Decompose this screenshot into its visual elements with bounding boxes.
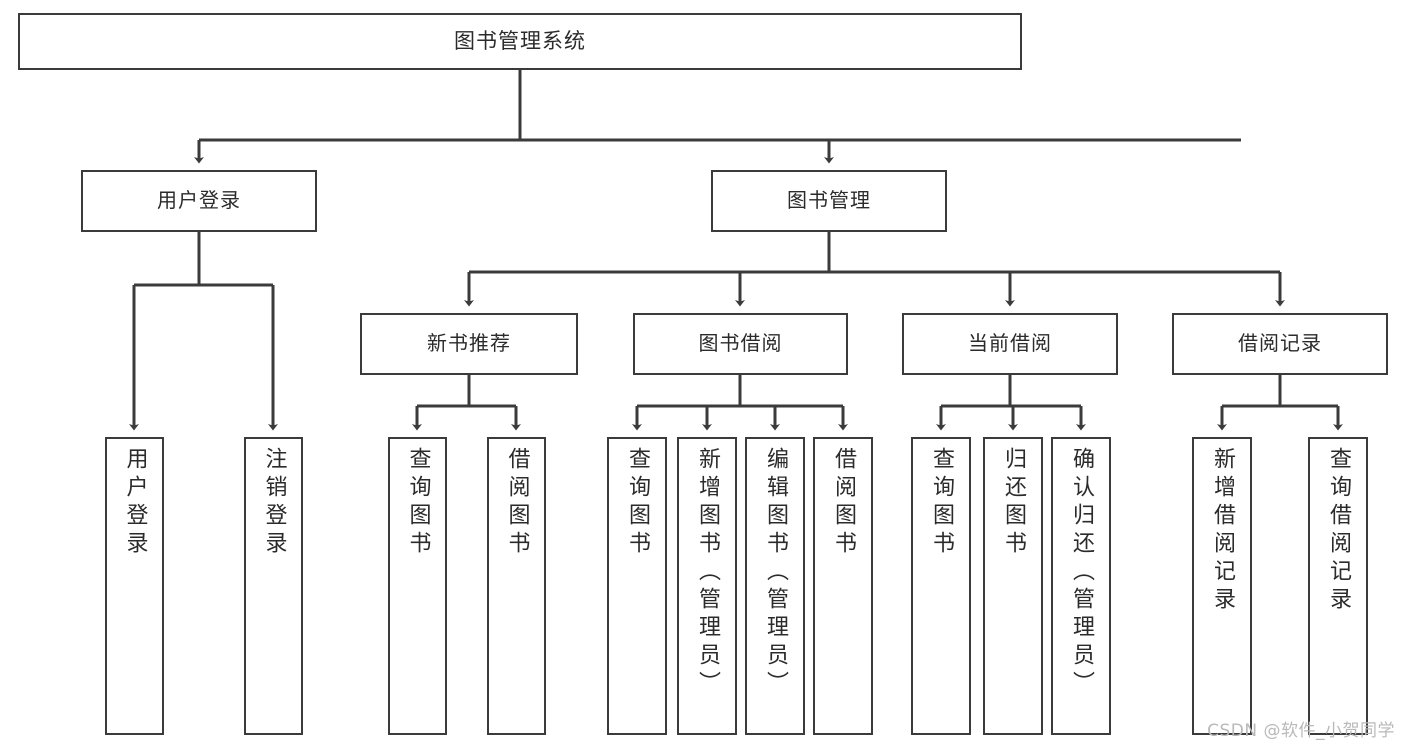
node-leaf-query-book-current[interactable]: 查询图书	[911, 437, 971, 735]
node-label: 新增图书（管理员）	[695, 447, 720, 699]
node-borrow-record[interactable]: 借阅记录	[1172, 313, 1388, 375]
node-leaf-add-borrow-record[interactable]: 新增借阅记录	[1192, 437, 1252, 735]
node-label: 图书借阅	[698, 331, 783, 356]
node-root-system[interactable]: 图书管理系统	[18, 13, 1022, 70]
node-leaf-return-book[interactable]: 归还图书	[983, 437, 1043, 735]
node-leaf-borrow-book-recommend[interactable]: 借阅图书	[487, 437, 546, 735]
node-label: 借阅图书	[831, 447, 856, 559]
node-user-login[interactable]: 用户登录	[81, 170, 317, 232]
node-leaf-confirm-return[interactable]: 确认归还（管理员）	[1051, 437, 1111, 735]
node-leaf-user-login[interactable]: 用户登录	[105, 437, 164, 735]
node-label: 借阅记录	[1238, 331, 1322, 356]
node-current-borrow[interactable]: 当前借阅	[902, 313, 1118, 375]
node-book-manage[interactable]: 图书管理	[711, 170, 947, 232]
csdn-watermark: CSDN @软件_小贺同学	[1207, 721, 1395, 741]
node-label: 用户登录	[157, 188, 241, 213]
node-label: 新书推荐	[427, 331, 511, 356]
node-leaf-borrow-book[interactable]: 借阅图书	[813, 437, 873, 735]
node-leaf-edit-book[interactable]: 编辑图书（管理员）	[745, 437, 805, 735]
node-label: 查询借阅记录	[1326, 447, 1351, 615]
node-leaf-query-book-recommend[interactable]: 查询图书	[388, 437, 447, 735]
node-leaf-add-book[interactable]: 新增图书（管理员）	[677, 437, 737, 735]
node-label: 确认归还（管理员）	[1069, 447, 1094, 699]
node-leaf-logout[interactable]: 注销登录	[244, 437, 303, 735]
node-label: 图书管理系统	[454, 29, 586, 54]
node-label: 归还图书	[1001, 447, 1026, 559]
node-book-borrow[interactable]: 图书借阅	[633, 313, 848, 375]
node-label: 查询图书	[405, 447, 431, 559]
node-new-book-recommend[interactable]: 新书推荐	[360, 313, 578, 375]
node-label: 编辑图书（管理员）	[763, 447, 788, 699]
node-label: 借阅图书	[504, 447, 530, 559]
node-label: 注销登录	[261, 447, 287, 559]
node-leaf-query-borrow-record[interactable]: 查询借阅记录	[1308, 437, 1368, 735]
node-label: 图书管理	[787, 188, 871, 213]
node-label: 查询图书	[625, 447, 650, 559]
node-label: 当前借阅	[968, 331, 1052, 356]
node-leaf-query-book-borrow[interactable]: 查询图书	[607, 437, 667, 735]
node-label: 查询图书	[929, 447, 954, 559]
node-label: 用户登录	[122, 447, 148, 559]
node-label: 新增借阅记录	[1210, 447, 1235, 615]
